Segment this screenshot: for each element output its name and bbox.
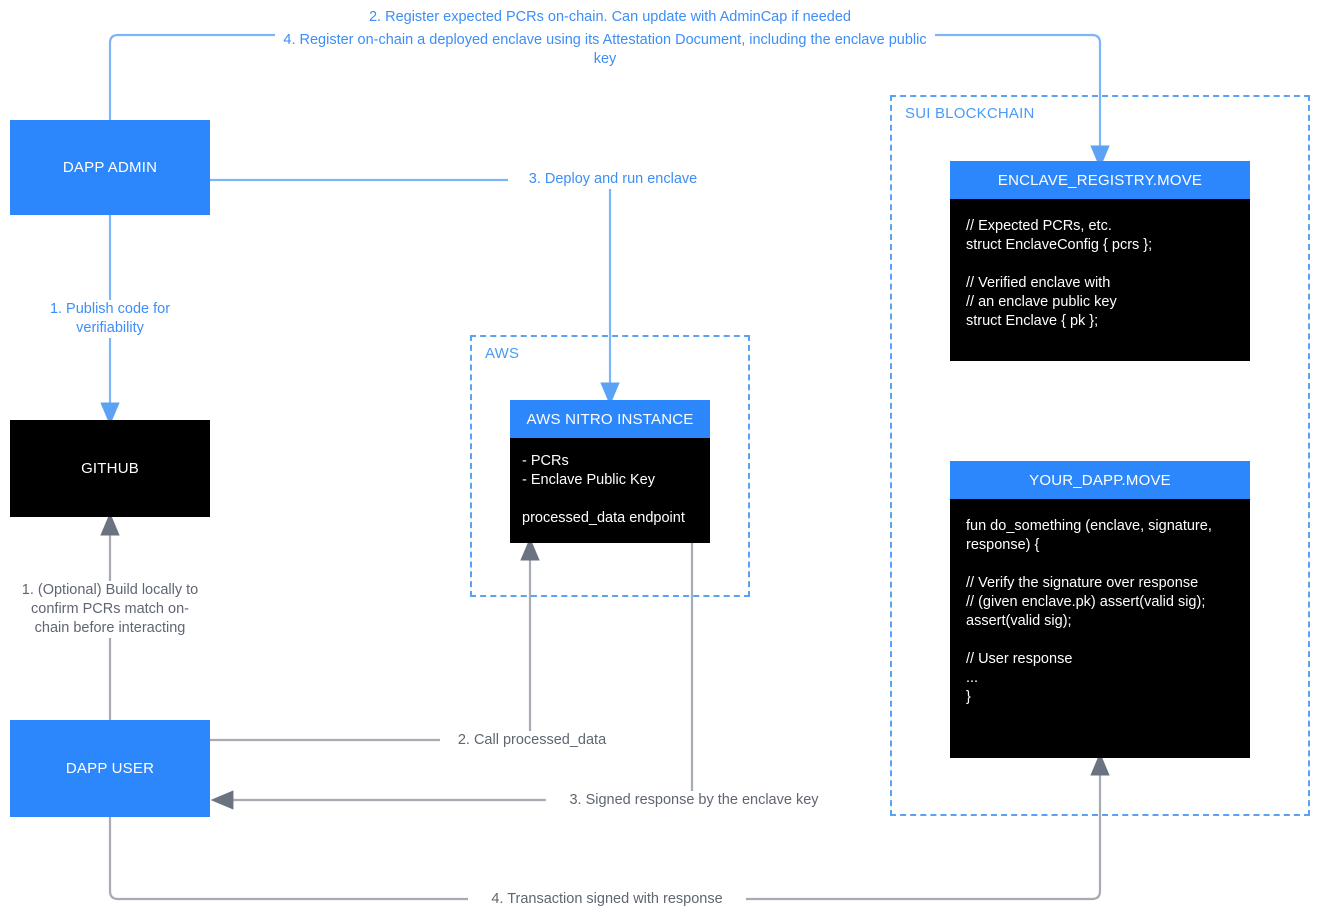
group-aws-label: AWS	[482, 345, 523, 362]
node-dapp-admin-label: DAPP ADMIN	[62, 159, 158, 176]
module-aws-nitro-instance-title: AWS NITRO INSTANCE	[510, 400, 710, 438]
group-aws: AWS	[470, 335, 750, 597]
edge-label-register-enclave: 4. Register on-chain a deployed enclave …	[275, 31, 935, 69]
node-github-label: GITHUB	[81, 460, 139, 477]
node-github[interactable]: GITHUB	[10, 420, 210, 517]
module-enclave-registry[interactable]: ENCLAVE_REGISTRY.MOVE // Expected PCRs, …	[950, 161, 1250, 361]
group-sui-blockchain: SUI BLOCKCHAIN	[890, 95, 1310, 816]
module-enclave-registry-body: // Expected PCRs, etc. struct EnclaveCon…	[950, 199, 1250, 361]
edge-label-publish-code: 1. Publish code for verifiability	[20, 300, 200, 338]
edge-label-signed-response: 3. Signed response by the enclave key	[546, 791, 842, 810]
edge-label-register-pcrs: 2. Register expected PCRs on-chain. Can …	[285, 8, 935, 27]
module-aws-nitro-instance-body: - PCRs - Enclave Public Key processed_da…	[510, 438, 710, 543]
module-aws-nitro-instance[interactable]: AWS NITRO INSTANCE - PCRs - Enclave Publ…	[510, 400, 710, 543]
group-sui-blockchain-label: SUI BLOCKCHAIN	[902, 105, 1038, 122]
edge-label-call-processed-data: 2. Call processed_data	[440, 731, 624, 750]
module-your-dapp-title: YOUR_DAPP.MOVE	[950, 461, 1250, 499]
module-enclave-registry-title: ENCLAVE_REGISTRY.MOVE	[950, 161, 1250, 199]
edge-label-deploy-run-enclave: 3. Deploy and run enclave	[508, 170, 718, 189]
node-dapp-user[interactable]: DAPP USER	[10, 720, 210, 817]
edge-label-transaction-signed: 4. Transaction signed with response	[468, 890, 746, 909]
node-dapp-user-label: DAPP USER	[65, 760, 155, 777]
edge-label-build-locally: 1. (Optional) Build locally to confirm P…	[13, 581, 207, 638]
module-your-dapp-body: fun do_something (enclave, signature, re…	[950, 499, 1250, 758]
node-dapp-admin[interactable]: DAPP ADMIN	[10, 120, 210, 215]
module-your-dapp[interactable]: YOUR_DAPP.MOVE fun do_something (enclave…	[950, 461, 1250, 758]
